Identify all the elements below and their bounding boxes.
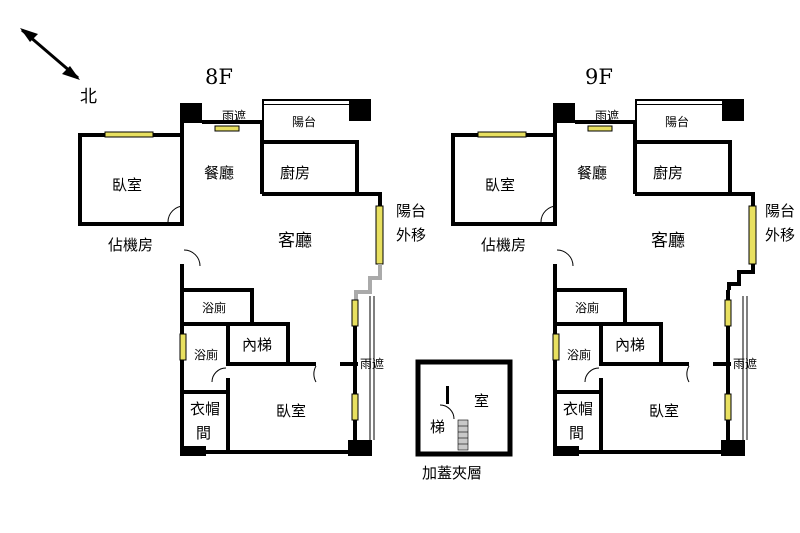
room-label-inner-stair: 內梯 [615,336,645,354]
room-label-bedroom-s: 臥室 [276,402,306,420]
window [104,131,154,138]
mezzanine-stair-steps [457,419,469,451]
room-label-balcony: 陽台 [292,114,316,129]
room-label-bath1: 浴廁 [575,300,599,315]
floor-8f-plan: 8F [78,65,426,456]
room-label-balcony-moved-1: 陽台 [765,202,795,220]
room-label-rain-shelter-top: 雨遮 [595,108,619,123]
room-label-dining: 餐廳 [577,164,607,182]
room-label-dining: 餐廳 [204,164,234,182]
room-label-rain-shelter-top: 雨遮 [222,108,246,123]
room-label-bedroom-nw: 臥室 [485,176,515,194]
room-label-bath2: 浴廁 [194,347,218,362]
room-label-rain-shelter-right: 雨遮 [360,356,384,371]
floor-9f-title: 9F [585,65,613,89]
room-label-kitchen: 廚房 [653,164,683,182]
room-label-inner-stair: 內梯 [242,336,272,354]
room-label-closet-2: 間 [196,424,211,442]
room-label-machine-room: 佔機房 [108,236,153,254]
room-label-balcony-moved-2: 外移 [396,226,426,244]
room-label-bedroom-s: 臥室 [649,402,679,420]
room-label-balcony-moved-2: 外移 [765,226,795,244]
mezzanine-stair-label: 梯 [430,418,445,436]
room-label-closet-1: 衣帽 [190,400,220,418]
room-label-closet-2: 間 [569,424,584,442]
room-label-bath2: 浴廁 [567,347,591,362]
room-label-bedroom-nw: 臥室 [112,176,142,194]
compass-arrowhead-nw [20,28,38,42]
mezzanine-room-label: 室 [474,392,489,410]
north-compass: 北 [20,28,97,107]
room-label-bath1: 浴廁 [202,300,226,315]
mezzanine-plan: 室 梯 加蓋夾層 [415,359,513,482]
room-label-machine-room: 佔機房 [481,236,526,254]
room-label-balcony-moved-1: 陽台 [396,202,426,220]
column [182,103,202,123]
room-label-living: 客廳 [651,231,685,251]
room-label-closet-1: 衣帽 [563,400,593,418]
floor-8f-title: 8F [205,65,233,89]
floor-9f-plan: 9F [451,65,795,456]
mezzanine-caption: 加蓋夾層 [422,464,482,482]
column [348,440,372,456]
room-label-kitchen: 廚房 [280,164,310,182]
room-label-balcony: 陽台 [665,114,689,129]
north-label: 北 [80,87,97,107]
room-label-rain-shelter-right: 雨遮 [733,356,757,371]
column [349,99,371,121]
compass-arrowhead-se [62,66,80,80]
room-label-living: 客廳 [278,231,312,251]
